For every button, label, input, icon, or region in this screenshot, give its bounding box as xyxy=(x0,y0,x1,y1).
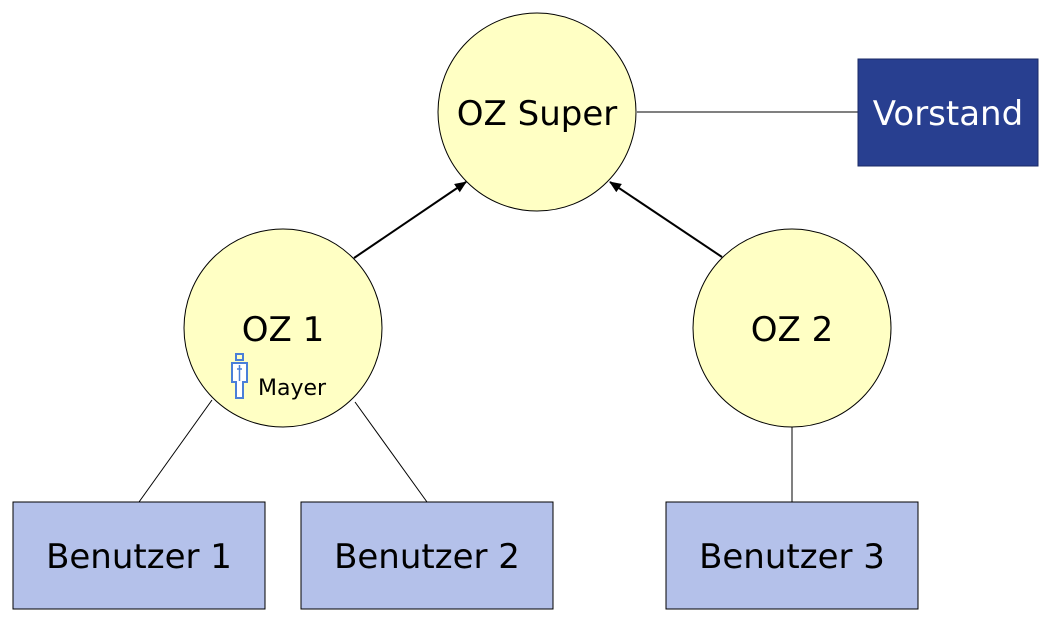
oz-super-label: OZ Super xyxy=(457,94,617,134)
node-oz-1[interactable]: OZ 1 Mayer xyxy=(183,228,383,428)
node-oz-2[interactable]: OZ 2 xyxy=(692,228,892,428)
oz-2-label: OZ 2 xyxy=(751,310,834,350)
benutzer-2-label: Benutzer 2 xyxy=(334,537,520,577)
benutzer-1-box xyxy=(12,501,266,610)
benutzer-1-label: Benutzer 1 xyxy=(46,537,232,577)
connector-oz1-benutzer2 xyxy=(354,401,428,503)
vorstand-box xyxy=(857,58,1039,167)
oz-super-circle xyxy=(437,12,637,212)
node-benutzer-2[interactable]: Benutzer 2 xyxy=(300,501,554,610)
node-benutzer-1[interactable]: Benutzer 1 xyxy=(12,501,266,610)
person-name: Mayer xyxy=(258,376,327,401)
oz-2-circle xyxy=(692,228,892,428)
arrow-oz2-to-super xyxy=(609,181,723,258)
benutzer-2-box xyxy=(300,501,554,610)
arrow-oz1-to-super xyxy=(353,181,467,259)
node-benutzer-3[interactable]: Benutzer 3 xyxy=(665,501,919,610)
node-vorstand[interactable]: Vorstand xyxy=(857,58,1039,167)
person-icon xyxy=(231,353,248,399)
vorstand-label: Vorstand xyxy=(873,94,1023,134)
connector-oz1-benutzer1 xyxy=(138,399,213,503)
node-oz-super[interactable]: OZ Super xyxy=(437,12,637,212)
benutzer-3-label: Benutzer 3 xyxy=(699,537,885,577)
oz-1-label: OZ 1 xyxy=(242,310,325,350)
benutzer-3-box xyxy=(665,501,919,610)
